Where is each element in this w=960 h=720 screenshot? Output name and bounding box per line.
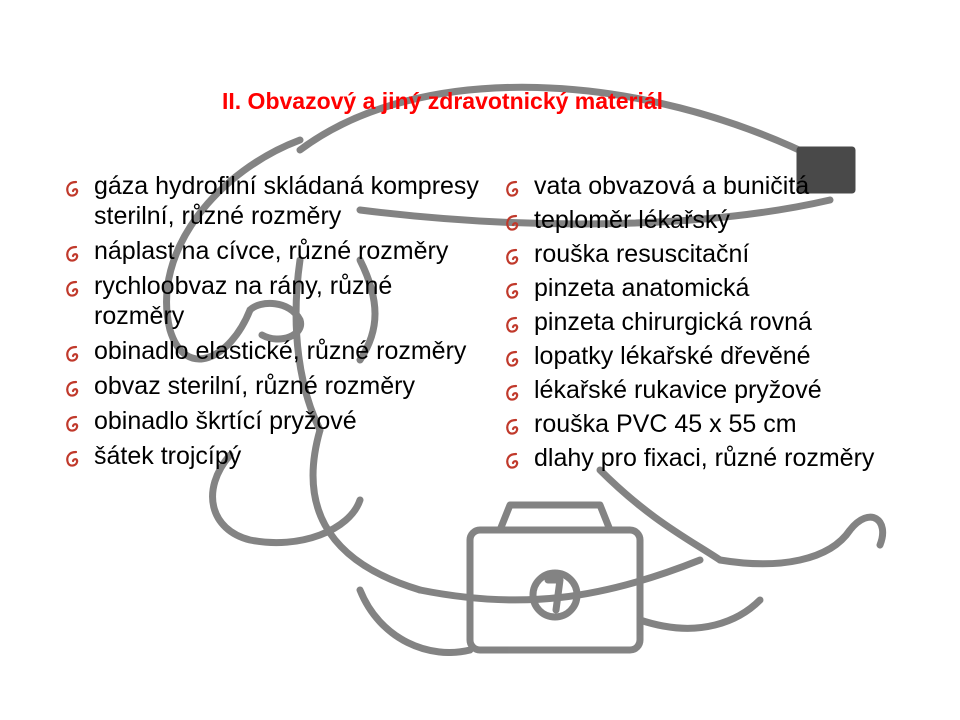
right-list-item-text: pinzeta chirurgická rovná <box>534 308 812 336</box>
left-list-item-text: gáza hydrofilní skládaná kompresy steril… <box>94 172 479 230</box>
right-list-item: pinzeta chirurgická rovná <box>502 307 942 337</box>
curl-bullet-icon <box>506 384 519 401</box>
left-list-item-text: obvaz sterilní, různé rozměry <box>94 372 415 400</box>
left-list-item: obinadlo elastické, různé rozměry <box>62 336 482 366</box>
curl-bullet-icon <box>66 180 79 197</box>
left-list-item: náplast na cívce, různé rozměry <box>62 236 482 266</box>
left-list-item: obinadlo škrtící pryžové <box>62 406 482 436</box>
curl-bullet-icon <box>66 345 79 362</box>
curl-bullet-icon <box>66 245 79 262</box>
curl-bullet-icon <box>506 452 519 469</box>
right-list-item-text: dlahy pro fixaci, různé rozměry <box>534 444 875 472</box>
left-list-item: šátek trojcípý <box>62 441 482 471</box>
right-list-item-text: pinzeta anatomická <box>534 274 750 302</box>
right-item-list: vata obvazová a buničitá teploměr lékařsk… <box>502 171 942 477</box>
right-list-item: teploměr lékařský <box>502 205 942 235</box>
left-list-item: rychloobvaz na rány, různé rozměry <box>62 271 482 331</box>
right-list-item: dlahy pro fixaci, různé rozměry <box>502 443 942 473</box>
curl-bullet-icon <box>506 350 519 367</box>
right-list-item-text: rouška PVC 45 x 55 cm <box>534 410 797 438</box>
curl-bullet-icon <box>506 418 519 435</box>
right-list-item: lékařské rukavice pryžové <box>502 375 942 405</box>
right-list-item: lopatky lékařské dřevěné <box>502 341 942 371</box>
left-list-item-text: náplast na cívce, různé rozměry <box>94 237 449 265</box>
left-list-item-text: obinadlo škrtící pryžové <box>94 407 357 435</box>
right-list-item-text: rouška resuscitační <box>534 240 750 268</box>
right-list-item-text: vata obvazová a buničitá <box>534 172 810 200</box>
curl-bullet-icon <box>506 248 519 265</box>
left-item-list: gáza hydrofilní skládaná kompresy steril… <box>62 171 482 476</box>
right-list-item-text: lékařské rukavice pryžové <box>534 376 822 404</box>
curl-bullet-icon <box>506 180 519 197</box>
right-list-item-text: teploměr lékařský <box>534 206 730 234</box>
curl-bullet-icon <box>506 214 519 231</box>
left-list-item: obvaz sterilní, různé rozměry <box>62 371 482 401</box>
slide-title: II. Obvazový a jiný zdravotnický materiá… <box>222 88 664 114</box>
left-list-item-text: obinadlo elastické, různé rozměry <box>94 337 467 365</box>
left-list-item-text: rychloobvaz na rány, různé rozměry <box>94 272 393 330</box>
curl-bullet-icon <box>66 450 79 467</box>
right-list-item: pinzeta anatomická <box>502 273 942 303</box>
curl-bullet-icon <box>506 316 519 333</box>
left-list-item-text: šátek trojcípý <box>94 442 242 470</box>
curl-bullet-icon <box>66 280 79 297</box>
right-list-item-text: lopatky lékařské dřevěné <box>534 342 811 370</box>
right-list-item: rouška PVC 45 x 55 cm <box>502 409 942 439</box>
left-list-item: gáza hydrofilní skládaná kompresy steril… <box>62 171 482 231</box>
right-list-item: vata obvazová a buničitá <box>502 171 942 201</box>
curl-bullet-icon <box>66 415 79 432</box>
curl-bullet-icon <box>506 282 519 299</box>
right-list-item: rouška resuscitační <box>502 239 942 269</box>
curl-bullet-icon <box>66 380 79 397</box>
